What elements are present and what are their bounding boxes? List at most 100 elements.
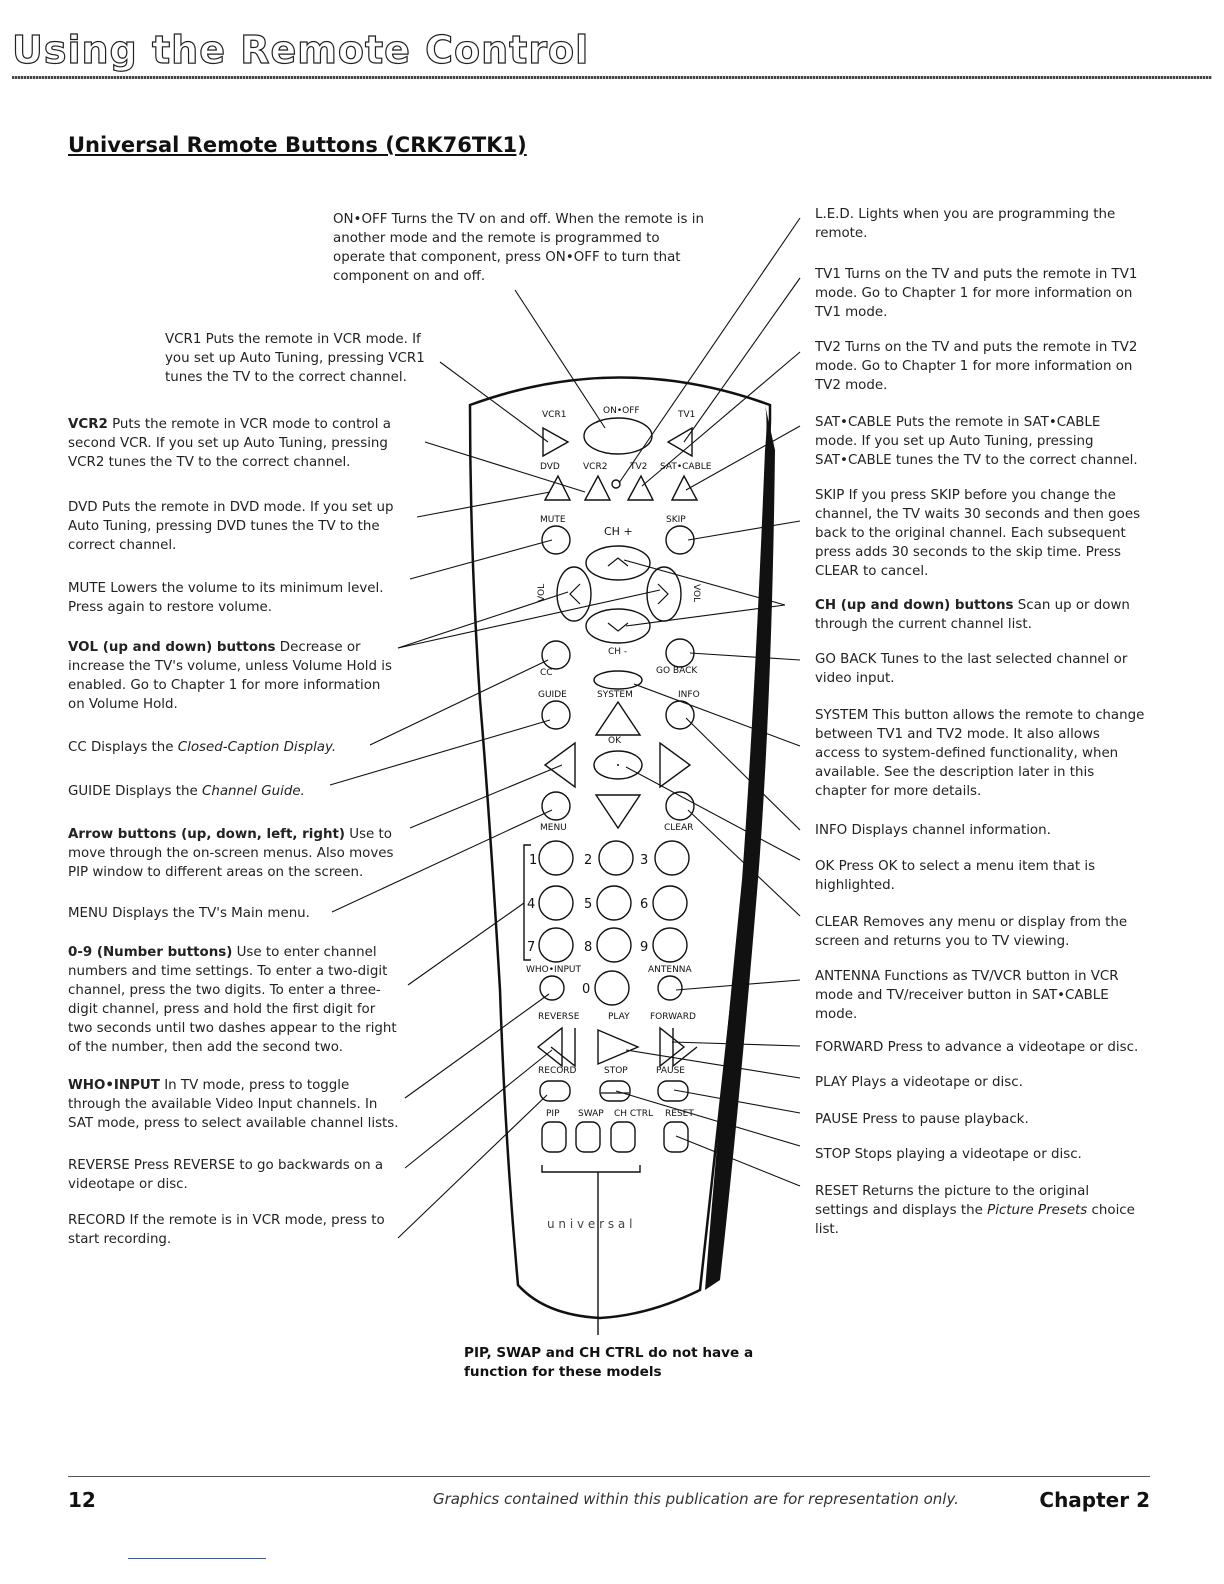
leader-reverse bbox=[404, 1049, 553, 1169]
remote-body-shadow bbox=[705, 405, 775, 1290]
pause-button[interactable] bbox=[657, 1080, 689, 1102]
leader-mute bbox=[409, 539, 553, 580]
note-term: ANTENNA bbox=[815, 969, 881, 984]
cc-button[interactable] bbox=[541, 640, 571, 670]
label-ok: OK bbox=[608, 736, 622, 746]
antenna-button[interactable] bbox=[657, 975, 683, 1001]
label-vol-left: VOL bbox=[537, 584, 547, 602]
digit-2-button[interactable] bbox=[598, 840, 634, 876]
footer-caption: Graphics contained within this publicati… bbox=[433, 1490, 959, 1508]
leader-arrows bbox=[409, 764, 563, 829]
reverse-button[interactable] bbox=[536, 1026, 576, 1068]
ok-center-dot bbox=[617, 764, 619, 766]
note-term: SAT•CABLE bbox=[815, 415, 892, 430]
leader-on-off bbox=[514, 289, 606, 429]
digit-5-button[interactable] bbox=[596, 885, 632, 921]
menu-button[interactable] bbox=[541, 791, 571, 821]
note-ok: OK Press OK to select a menu item that i… bbox=[815, 857, 1145, 895]
reset-button[interactable] bbox=[663, 1121, 689, 1153]
label-digit-9: 9 bbox=[640, 940, 648, 955]
note-on-off: ON•OFF Turns the TV on and off. When the… bbox=[333, 210, 713, 286]
guide-button[interactable] bbox=[541, 700, 571, 730]
note-record: RECORD If the remote is in VCR mode, pre… bbox=[68, 1211, 398, 1249]
title-rule bbox=[12, 76, 1212, 79]
note-vcr2: VCR2 Puts the remote in VCR mode to cont… bbox=[68, 415, 413, 472]
on-off-button[interactable] bbox=[583, 417, 653, 455]
digit-4-button[interactable] bbox=[538, 885, 574, 921]
note-term: ON•OFF bbox=[333, 212, 388, 227]
label-vcr2: VCR2 bbox=[583, 462, 607, 472]
pip-button[interactable] bbox=[541, 1121, 567, 1153]
ok-button[interactable] bbox=[593, 750, 643, 780]
leader-skip bbox=[687, 520, 801, 541]
digit-6-button[interactable] bbox=[652, 885, 688, 921]
leader-dvd bbox=[416, 491, 551, 518]
play-button[interactable] bbox=[597, 1028, 640, 1066]
digit-1-button[interactable] bbox=[538, 840, 574, 876]
digits-bracket bbox=[523, 844, 531, 961]
note-term: CLEAR bbox=[815, 915, 859, 930]
leader-ch-a bbox=[623, 559, 786, 606]
swap-button[interactable] bbox=[575, 1121, 601, 1153]
down-arrow-button[interactable] bbox=[594, 794, 642, 830]
note-text: Press to pause playback. bbox=[862, 1112, 1029, 1127]
leader-system bbox=[633, 683, 801, 747]
left-arrow-button[interactable] bbox=[543, 741, 576, 789]
digit-3-button[interactable] bbox=[654, 840, 690, 876]
note-text: Turns on the TV and puts the remote in T… bbox=[815, 267, 1138, 320]
stop-button[interactable] bbox=[599, 1080, 631, 1102]
label-info: INFO bbox=[678, 690, 700, 700]
tv1-button[interactable] bbox=[666, 426, 693, 458]
note-text: In TV mode, press to toggle through the … bbox=[68, 1078, 399, 1131]
leader-sat-cable bbox=[685, 425, 801, 491]
mute-button[interactable] bbox=[541, 525, 571, 555]
note-vcr1: VCR1 Puts the remote in VCR mode. If you… bbox=[165, 330, 445, 387]
system-button[interactable] bbox=[593, 670, 643, 690]
up-arrow-button[interactable] bbox=[594, 700, 642, 736]
label-vcr1: VCR1 bbox=[542, 410, 566, 420]
note-tv1: TV1 Turns on the TV and puts the remote … bbox=[815, 265, 1145, 322]
who-input-button[interactable] bbox=[539, 975, 565, 1001]
vcr2-button[interactable] bbox=[583, 474, 612, 501]
forward-button[interactable] bbox=[659, 1026, 698, 1068]
label-mute: MUTE bbox=[540, 515, 566, 525]
note-text: Turns on the TV and puts the remote in T… bbox=[815, 340, 1138, 393]
note-text: Removes any menu or display from the scr… bbox=[815, 915, 1128, 949]
right-arrow-button[interactable] bbox=[659, 741, 692, 789]
note-reverse: REVERSE Press REVERSE to go backwards on… bbox=[68, 1156, 398, 1194]
note-text: This button allows the remote to change … bbox=[815, 708, 1145, 799]
digit-0-button[interactable] bbox=[594, 970, 630, 1006]
tv2-button[interactable] bbox=[626, 474, 655, 501]
ch-up-chevron bbox=[607, 557, 629, 567]
record-button[interactable] bbox=[539, 1080, 571, 1102]
note-play: PLAY Plays a videotape or disc. bbox=[815, 1073, 1145, 1092]
skip-button[interactable] bbox=[665, 525, 695, 555]
note-text: Tunes to the last selected channel or vi… bbox=[815, 652, 1128, 686]
note-text: Displays channel information. bbox=[851, 823, 1051, 838]
ch-ctrl-button[interactable] bbox=[610, 1121, 636, 1153]
clear-button[interactable] bbox=[665, 791, 695, 821]
digit-9-button[interactable] bbox=[652, 927, 688, 963]
note-text: Press to advance a videotape or disc. bbox=[887, 1040, 1139, 1055]
leader-ch-b bbox=[625, 604, 786, 627]
dvd-button[interactable] bbox=[543, 474, 572, 501]
note-who-input: WHO•INPUT In TV mode, press to toggle th… bbox=[68, 1076, 403, 1133]
note-term: MENU bbox=[68, 906, 108, 921]
label-clear: CLEAR bbox=[664, 823, 693, 833]
digit-8-button[interactable] bbox=[596, 927, 632, 963]
leader-menu bbox=[331, 809, 553, 913]
note-term: L.E.D. bbox=[815, 207, 855, 222]
note-clear: CLEAR Removes any menu or display from t… bbox=[815, 913, 1145, 951]
digit-7-button[interactable] bbox=[538, 927, 574, 963]
note-text: Displays the bbox=[115, 784, 202, 799]
vcr1-button[interactable] bbox=[542, 426, 570, 458]
leader-record bbox=[397, 1094, 548, 1239]
ch-up-button[interactable] bbox=[585, 545, 651, 581]
label-on-off: ON•OFF bbox=[603, 406, 640, 416]
note-skip: SKIP If you press SKIP before you change… bbox=[815, 486, 1145, 581]
ch-down-button[interactable] bbox=[585, 608, 651, 644]
note-text: Functions as TV/VCR button in VCR mode a… bbox=[815, 969, 1119, 1022]
vol-down-button[interactable] bbox=[556, 566, 592, 622]
leader-ok bbox=[625, 766, 801, 861]
label-reverse: REVERSE bbox=[538, 1012, 580, 1022]
